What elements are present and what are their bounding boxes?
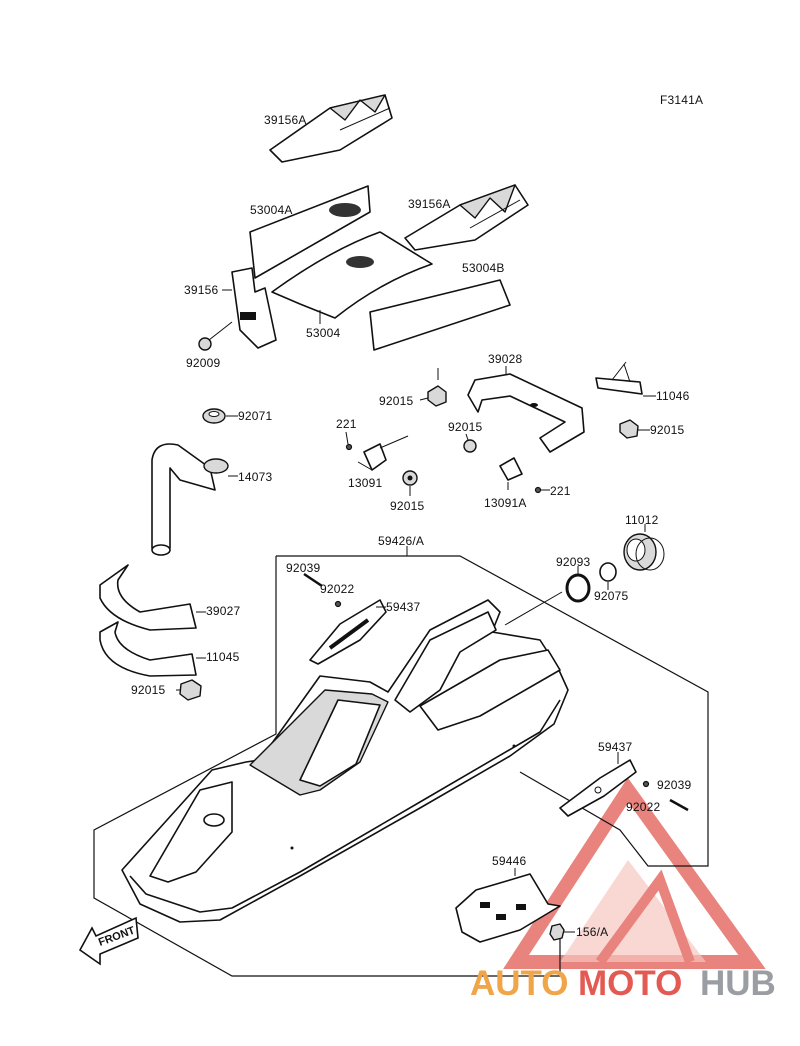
- watermark-hub: HUB: [700, 964, 776, 1003]
- callout-59437-left: 59437: [386, 600, 420, 614]
- watermark-auto: AUTO: [470, 964, 569, 1003]
- nut-92015-center: [402, 470, 418, 486]
- callout-156a: 156/A: [576, 925, 608, 939]
- cap-11012: [623, 533, 665, 571]
- bumper-11045: [99, 621, 197, 677]
- foot-pad-left: [269, 94, 393, 163]
- clip-13091a: [499, 457, 523, 481]
- callout-11046: 11046: [656, 389, 690, 403]
- callout-92022-left: 92022: [320, 582, 354, 596]
- callout-53004a: 53004A: [250, 203, 293, 217]
- washer-92022-right: [642, 780, 650, 788]
- ring-92075: [599, 562, 617, 582]
- callout-53004: 53004: [306, 326, 340, 340]
- seal-92093: [565, 573, 591, 603]
- callout-92093: 92093: [556, 555, 590, 569]
- callout-13091a: 13091A: [484, 496, 527, 510]
- nut-92015-upper: [427, 385, 447, 407]
- callout-14073: 14073: [238, 470, 272, 484]
- callout-92009: 92009: [186, 356, 220, 370]
- callout-221-left: 221: [336, 417, 357, 431]
- bolt-156a: [549, 923, 565, 941]
- bracket-39156: [231, 267, 277, 349]
- nut-92015-mid: [463, 439, 477, 453]
- handle-bracket-39028: [467, 373, 585, 453]
- callout-39156a-right: 39156A: [408, 197, 451, 211]
- callout-59437-right: 59437: [598, 740, 632, 754]
- callout-92039-right: 92039: [657, 778, 691, 792]
- bumper-39027: [99, 564, 197, 631]
- cap-92071: [202, 408, 226, 424]
- callout-39156a-upper: 39156A: [264, 113, 307, 127]
- foot-pad-right: [404, 184, 529, 251]
- mat-right: [369, 279, 511, 351]
- bolt-221-left: [345, 443, 353, 451]
- grip-tube: [151, 443, 229, 556]
- callout-13091: 13091: [348, 476, 382, 490]
- front-arrow-icon: FRONT: [78, 916, 139, 966]
- screw-92039-left: [303, 572, 323, 588]
- bracket-11046: [595, 361, 643, 395]
- bolt-92009: [198, 321, 233, 351]
- callout-92015-upper: 92015: [379, 394, 413, 408]
- callout-53004b: 53004B: [462, 261, 505, 275]
- watermark-logo: [503, 777, 766, 969]
- callout-39028: 39028: [488, 352, 522, 366]
- nut-92015-lower-left: [179, 679, 202, 701]
- callout-39027: 39027: [206, 604, 240, 618]
- guard-59437-right: [559, 759, 637, 817]
- mat-center: [271, 231, 433, 319]
- callout-92022-right: 92022: [626, 800, 660, 814]
- jet-ski-hull: [121, 599, 569, 923]
- callout-92015-right: 92015: [650, 423, 684, 437]
- guard-59437-left: [309, 599, 387, 665]
- washer-92022-left: [334, 600, 342, 608]
- callout-92075: 92075: [594, 589, 628, 603]
- callout-92015-center: 92015: [390, 499, 424, 513]
- callout-92015-lower-left: 92015: [131, 683, 165, 697]
- callout-92015-mid: 92015: [448, 420, 482, 434]
- watermark-moto: MOTO: [578, 964, 682, 1003]
- callout-221-right: 221: [550, 484, 571, 498]
- figure-code: F3141A: [660, 93, 703, 107]
- callout-59426a: 59426/A: [378, 534, 424, 548]
- callout-92071: 92071: [238, 409, 272, 423]
- callout-39156: 39156: [184, 283, 218, 297]
- callout-11045: 11045: [206, 650, 240, 664]
- mat-top: [249, 185, 371, 279]
- bolt-221-right: [534, 486, 542, 494]
- callout-59446: 59446: [492, 854, 526, 868]
- watermark-text: AUTO MOTO HUB: [470, 964, 776, 1003]
- clip-13091: [363, 435, 409, 471]
- screw-92039-right: [669, 798, 689, 812]
- hull-boundary: [93, 555, 709, 977]
- plate-59446: [455, 873, 561, 943]
- callout-11012: 11012: [625, 513, 659, 527]
- nut-92015-right: [619, 419, 639, 439]
- callout-92039-left: 92039: [286, 561, 320, 575]
